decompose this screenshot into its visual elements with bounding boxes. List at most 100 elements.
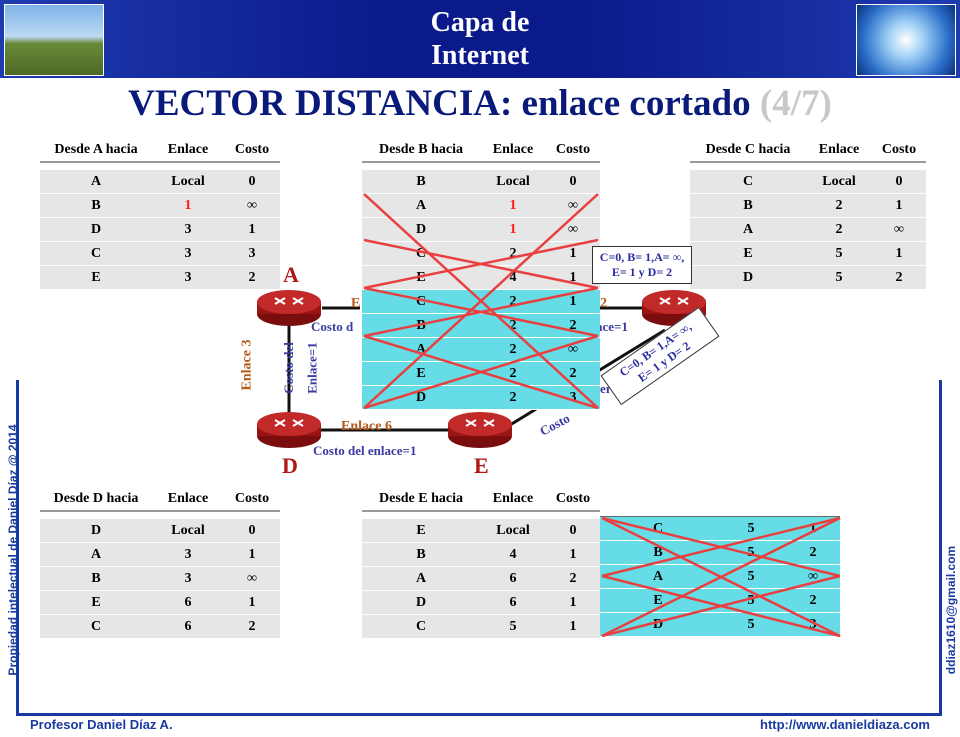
cell-link: 4 [480,542,546,567]
cell-cost: 3 [786,612,840,637]
cell-dest: C [362,289,480,314]
cell-link: 3 [152,217,224,242]
cost-label-ad-line2: Enlace=1 [304,342,320,394]
header-costo: Costo [546,487,600,512]
header-costo: Costo [872,138,926,163]
cell-cost: 1 [546,590,600,615]
cell-link: 2 [480,289,546,314]
cost-label-bc-partial: ace=1 [596,319,628,334]
cell-link: 6 [152,590,224,615]
cell-link: 5 [716,612,786,637]
header-enlace: Enlace [152,487,224,512]
cell-cost: 0 [546,169,600,194]
header-title-line2: Internet [431,40,529,71]
cell-cost: 2 [786,540,840,565]
header-enlace: Enlace [152,138,224,163]
cell-link: Local [152,169,224,194]
cell-cost: 1 [224,542,280,567]
frame-left-bar [16,380,19,715]
cell-cost: 1 [224,217,280,242]
cell-dest: E [362,361,480,386]
cell-link: 3 [152,265,224,290]
frame-right-bar [939,380,942,715]
header-photo-left [4,4,104,76]
cell-cost: 2 [546,361,600,386]
cell-link: 5 [480,614,546,639]
footer-url[interactable]: http://www.danieldiaza.com [760,717,930,732]
router-a-icon [257,290,321,326]
cell-link: 2 [480,313,546,338]
cell-cost: 1 [546,542,600,567]
cell-dest: E [690,241,806,266]
cell-cost: 1 [872,193,926,218]
node-label-e: E [474,453,489,478]
cell-dest: D [40,217,152,242]
footer-author: Profesor Daniel Díaz A. [30,717,173,732]
cell-cost: 2 [224,265,280,290]
header-enlace: Enlace [806,138,872,163]
cell-link: 3 [152,542,224,567]
cell-dest: D [690,265,806,290]
cell-link: Local [806,169,872,194]
node-label-d: D [282,453,298,478]
cell-dest: A [40,542,152,567]
link-label-6: Enlace 6 [341,419,392,434]
cell-link: 5 [806,241,872,266]
cell-cost: 1 [872,241,926,266]
cell-dest: A [362,193,480,218]
cell-dest: E [362,518,480,543]
cell-dest: B [362,542,480,567]
header-title-line1: Capa de [430,7,530,38]
cell-cost: 2 [546,313,600,338]
callout-c-to-b: C=0, B= 1,A= ∞, E= 1 y D= 2 [592,246,692,284]
header-enlace: Enlace [480,487,546,512]
cell-dest: D [362,217,480,242]
cell-link: 5 [716,540,786,565]
cell-cost: 0 [224,518,280,543]
cell-dest: C [362,614,480,639]
cell-link: 1 [480,217,546,242]
cell-link: 4 [480,265,546,290]
cell-dest: D [40,518,152,543]
cell-link: 1 [152,193,224,218]
cell-link: 5 [716,588,786,613]
header-photo-right [856,4,956,76]
cell-link: 3 [152,566,224,591]
cell-dest: C [600,516,716,541]
header-desde: Desde B hacia [362,138,480,163]
cell-link: 1 [480,193,546,218]
cell-dest: C [40,614,152,639]
slide-title: VECTOR DISTANCIA: enlace cortado (4/7) [0,82,960,125]
cell-dest: A [40,169,152,194]
cell-cost: ∞ [872,217,926,242]
header-costo: Costo [546,138,600,163]
cell-dest: D [600,612,716,637]
cell-cost: ∞ [224,193,280,218]
callout-c-to-b-line1: C=0, B= 1,A= ∞, [599,250,685,264]
cell-cost: ∞ [224,566,280,591]
cell-dest: B [362,313,480,338]
cell-cost: 2 [872,265,926,290]
cell-cost: 0 [224,169,280,194]
header-banner: Capa de Internet [0,0,960,78]
cell-link: 5 [806,265,872,290]
cell-link: Local [152,518,224,543]
header-title: Capa de Internet [380,6,580,72]
